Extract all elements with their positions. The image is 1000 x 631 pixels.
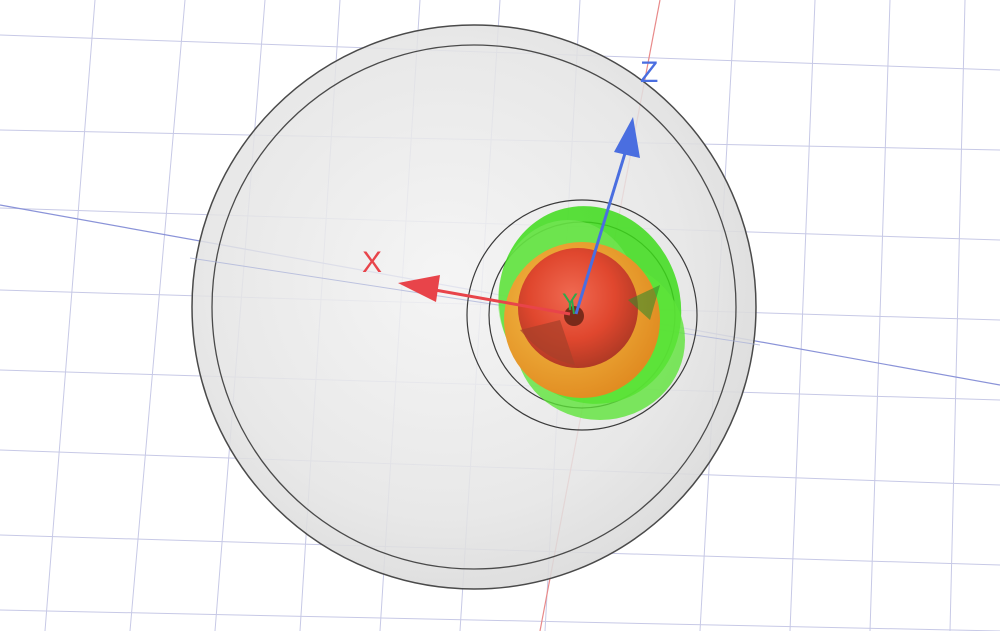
outer-shell[interactable] bbox=[191, 24, 757, 590]
x-axis-arrow bbox=[434, 288, 571, 316]
y-axis-label: Y bbox=[562, 289, 578, 316]
x-axis-label: X bbox=[362, 246, 382, 279]
y-axis-arrow bbox=[571, 299, 575, 315]
z-arrowhead-icon bbox=[614, 117, 640, 158]
z-axis-label: Z bbox=[640, 56, 658, 89]
z-axis-arrow bbox=[574, 149, 628, 315]
x-arrowhead-icon bbox=[398, 275, 440, 302]
radiation-pattern[interactable] bbox=[471, 180, 709, 430]
axis-triad: X Y Z bbox=[362, 56, 658, 316]
